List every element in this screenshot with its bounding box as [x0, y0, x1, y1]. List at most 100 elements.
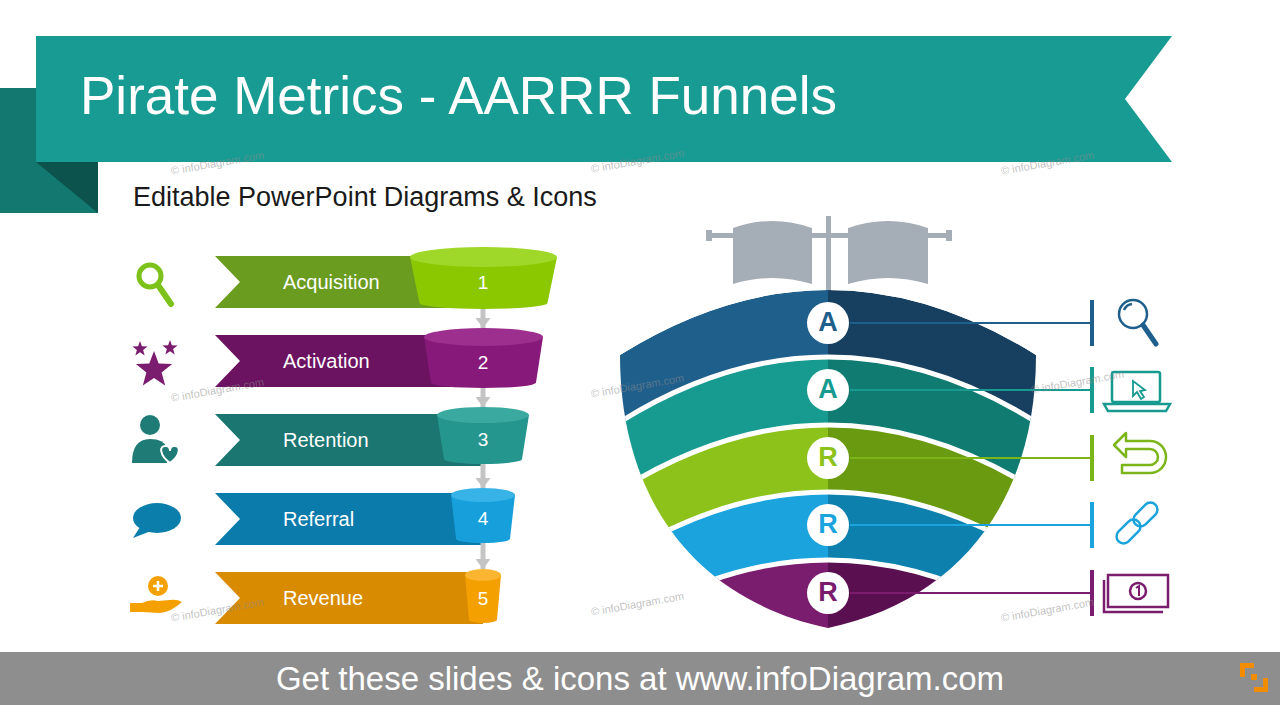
leader-line: [850, 389, 1092, 391]
text-holder: 1: [410, 257, 557, 309]
footer-note: Get these slides & icons at www.infoDiag…: [0, 660, 1280, 698]
revenue-icon: [153, 581, 163, 591]
activation-icon: [136, 351, 172, 385]
text-holder: Activation: [283, 335, 441, 387]
text-holder: Revenue: [283, 572, 441, 624]
leader-line: [850, 457, 1092, 459]
leader-bar: [1090, 300, 1094, 616]
text-holder: 4: [451, 495, 515, 543]
stage-letter: R: [818, 442, 838, 473]
laptop-icon: [1112, 372, 1160, 402]
funnel-body: [465, 575, 501, 623]
laptop-icon: [1104, 404, 1170, 411]
leader-line: [850, 592, 1092, 594]
band-left-half: [600, 560, 828, 720]
step-number: 1: [478, 272, 489, 294]
header-banner: [36, 162, 98, 213]
activation-icon: [132, 341, 147, 356]
flow-arrow: [481, 309, 486, 328]
retention-icon: [140, 415, 160, 435]
return-icon: [1114, 433, 1166, 473]
band-separator: [600, 560, 1056, 638]
watermark: © infoDiagram.com: [590, 137, 740, 175]
ribbon-shape: [215, 493, 483, 545]
text-holder: A: [798, 303, 858, 343]
step-number: 2: [478, 352, 489, 374]
funnel-rim: [410, 247, 557, 267]
stage-letter: A: [818, 307, 838, 338]
metric-name: Referral: [283, 508, 354, 531]
leader-line: [850, 322, 1092, 324]
hull-band: R: [710, 560, 946, 628]
watermark: © infoDiagram.com: [170, 366, 320, 404]
slide-subtitle: Editable PowerPoint Diagrams & Icons: [133, 182, 833, 213]
search-icon: [1119, 300, 1147, 328]
acquisition-icon: [139, 265, 171, 304]
laptop-icon: [1133, 381, 1145, 399]
watermark: © infoDiagram.com: [170, 586, 320, 624]
funnel-stage: 4: [451, 488, 515, 543]
text-holder: R: [798, 573, 858, 613]
search-icon: [1124, 304, 1132, 310]
flow-arrow: [481, 388, 486, 407]
watermark: © infoDiagram.com: [1030, 358, 1180, 396]
activation-icon: [132, 340, 177, 385]
funnel-body: [451, 495, 515, 543]
funnel-rim: [437, 407, 529, 423]
funnel-stage: 3: [437, 407, 529, 464]
link-icon: [1114, 500, 1161, 547]
letter-badge: [807, 369, 849, 411]
leader-bar: [1090, 367, 1094, 413]
text-holder: Referral: [283, 493, 441, 545]
retention-icon: [132, 415, 179, 463]
money-icon: [1108, 575, 1168, 607]
link-icon: [1114, 517, 1144, 547]
hull-band-shape: [600, 560, 1056, 720]
letter-badge: [807, 437, 849, 479]
return-icon: [1114, 433, 1166, 473]
letter-badge: [807, 302, 849, 344]
stage-letter: A: [818, 374, 838, 405]
leader-bar: [1090, 435, 1094, 481]
watermark: © infoDiagram.com: [590, 362, 740, 400]
acquisition-icon: [158, 285, 171, 304]
text-holder: 2: [424, 337, 543, 388]
letter-badge: [807, 504, 849, 546]
ship-rigging: [848, 221, 928, 284]
search-icon: [1143, 325, 1156, 344]
footer-bar: [0, 652, 1280, 705]
money-icon: [1130, 583, 1146, 599]
brand-logo: [1251, 674, 1257, 680]
brand-logo: [1240, 663, 1268, 692]
retention-icon: [161, 446, 179, 463]
ship-rigging: [710, 233, 948, 238]
funnel-rim: [424, 328, 543, 346]
text-holder: R: [798, 505, 858, 545]
referral-icon: [133, 527, 151, 538]
flow-arrow: [481, 464, 486, 488]
text-holder: R: [798, 438, 858, 478]
metric-name: Retention: [283, 429, 369, 452]
revenue-icon: [130, 576, 182, 613]
leader-bar: [1090, 502, 1094, 548]
metric-name: Activation: [283, 350, 370, 373]
leader-line: [850, 323, 1092, 593]
header-banner: [36, 36, 1172, 162]
step-number: 4: [478, 508, 489, 530]
revenue-icon: [130, 600, 182, 613]
watermark: © infoDiagram.com: [590, 580, 740, 618]
brand-logo: [1254, 678, 1268, 692]
watermark: © infoDiagram.com: [1000, 139, 1150, 177]
money-icon: [1104, 575, 1168, 612]
ship-rigging: [706, 230, 712, 241]
referral-icon: [133, 503, 181, 538]
revenue-icon: [148, 576, 168, 596]
leader-bar: [1090, 570, 1094, 616]
band-right-half: [828, 560, 1056, 720]
letter-badge: [807, 572, 849, 614]
metric-ribbon: Revenue: [215, 572, 483, 624]
